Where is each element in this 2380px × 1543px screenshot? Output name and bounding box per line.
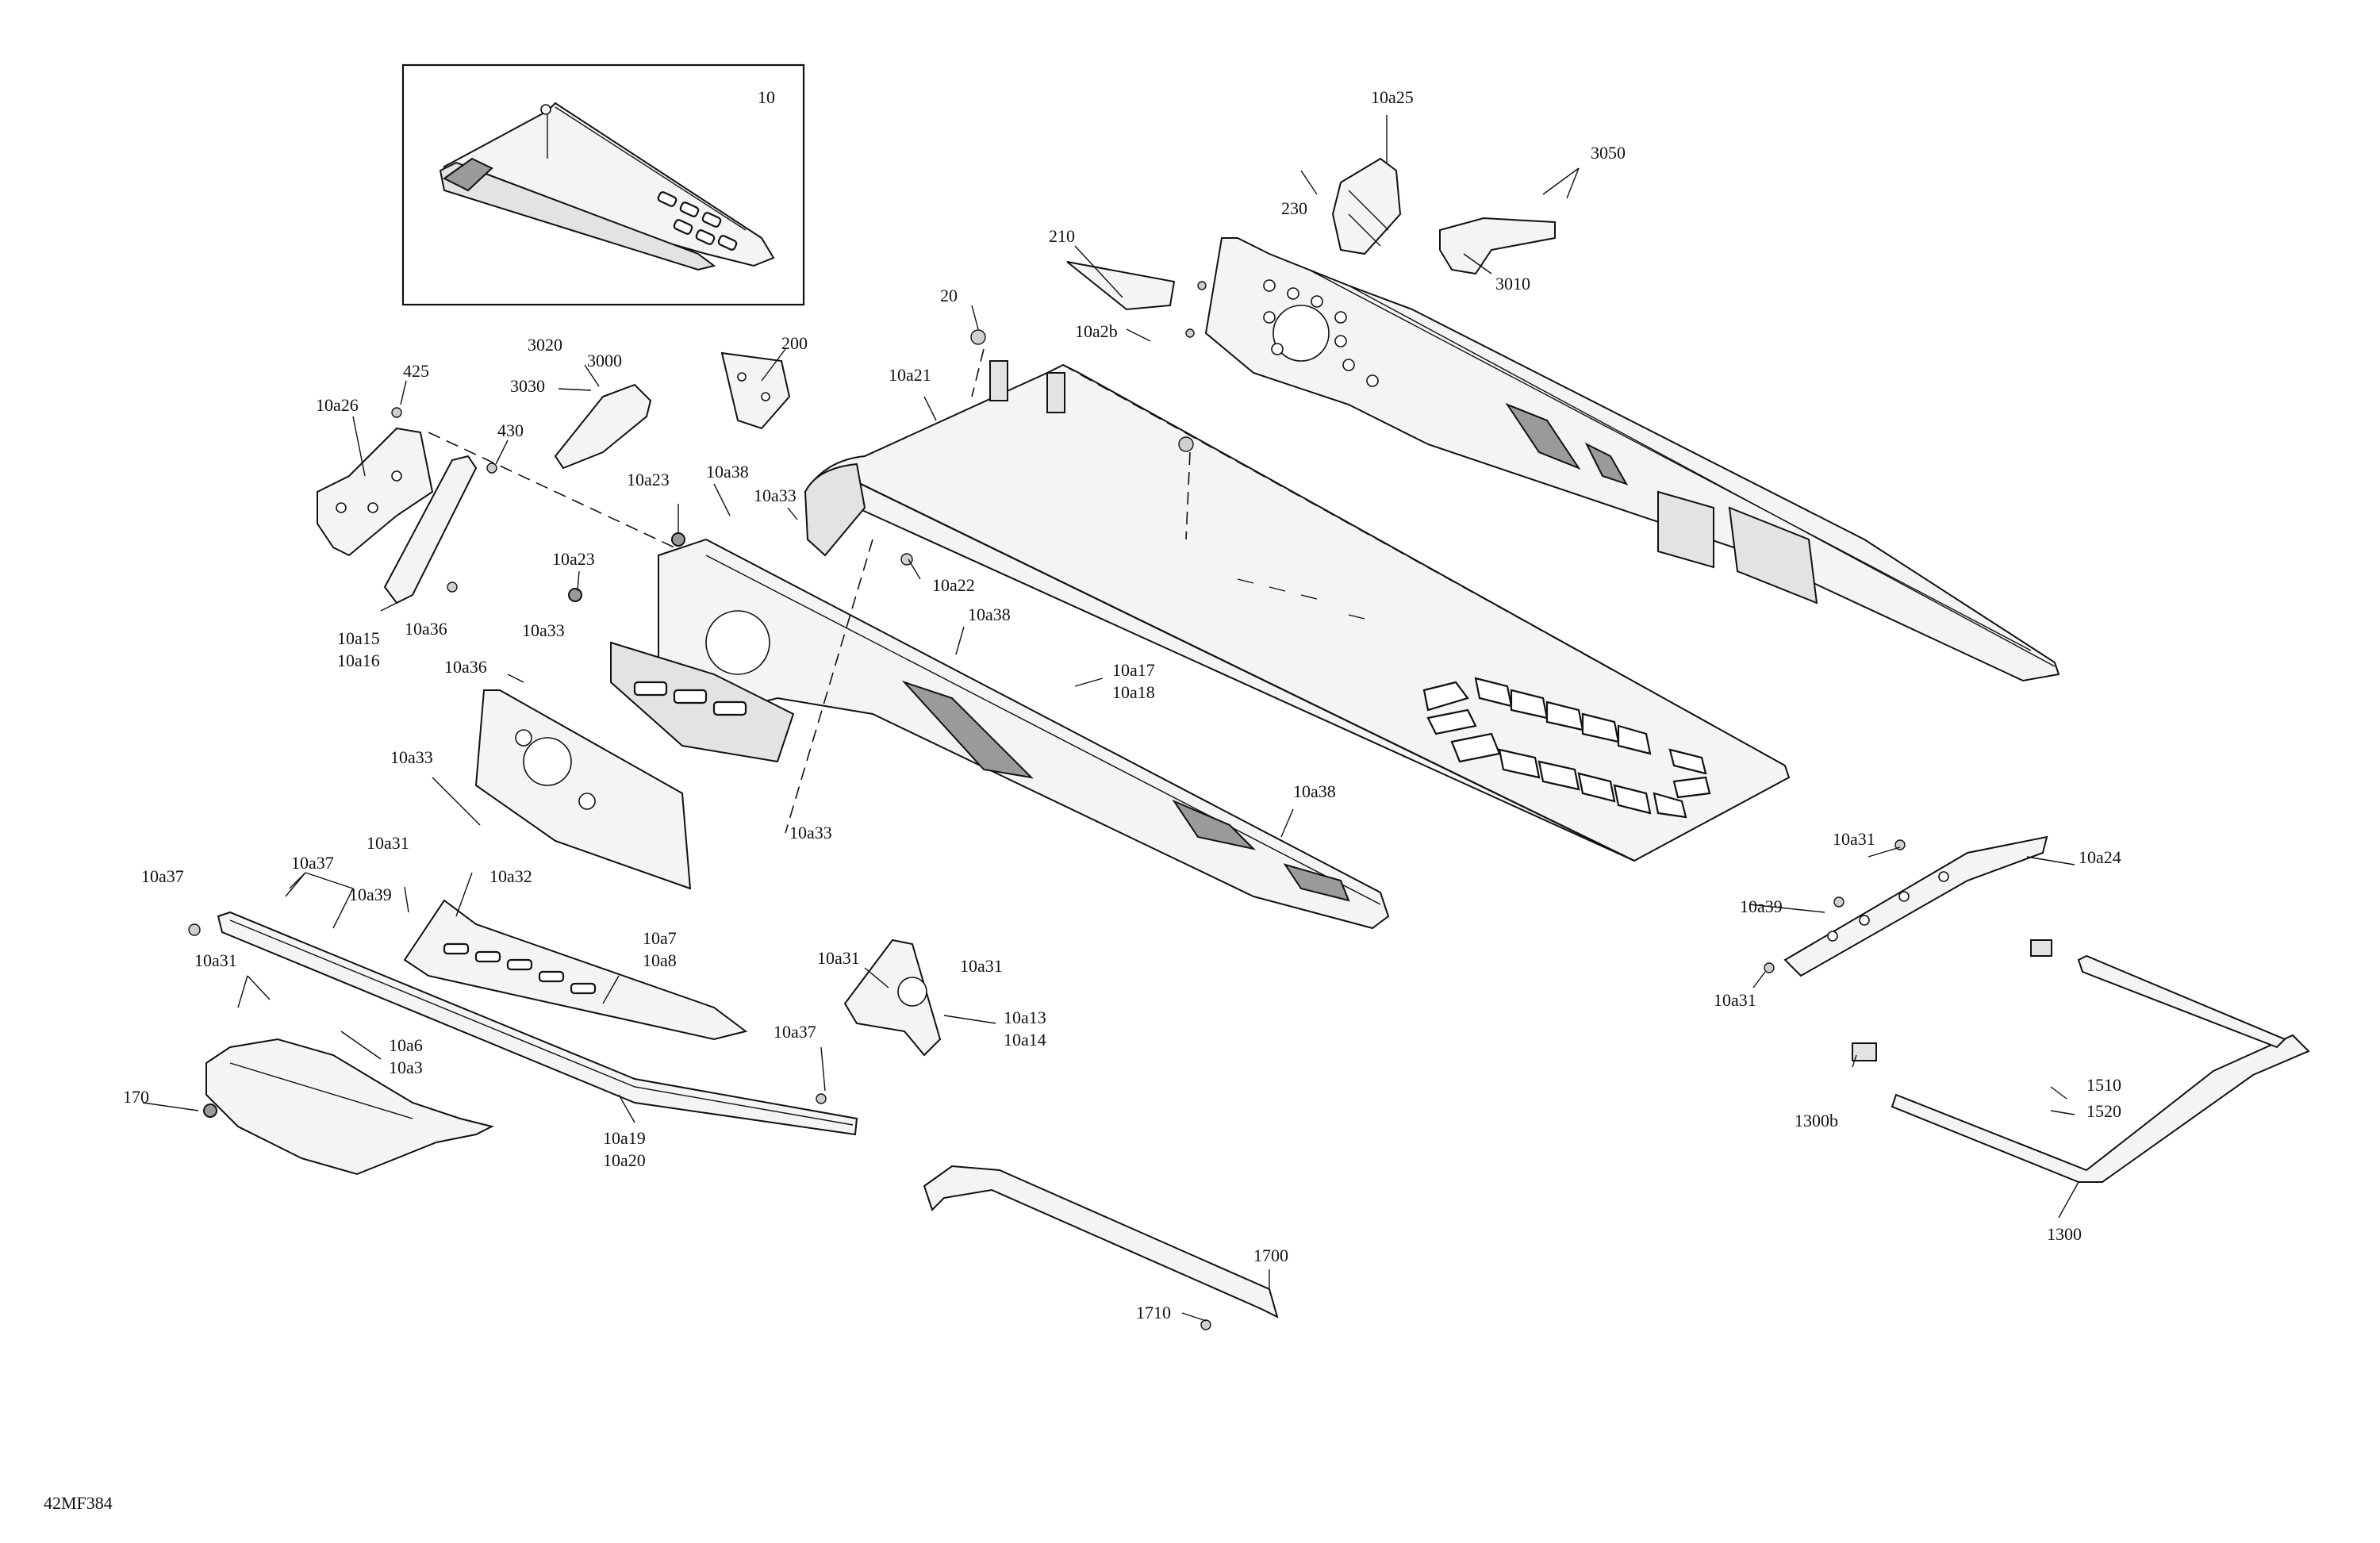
callout-10a20: 10a20 (603, 1150, 646, 1170)
fasteners (188, 281, 1906, 1330)
rail-1700 (923, 1165, 1279, 1318)
callout-10a31-left: 10a31 (194, 950, 237, 970)
bracket-3010 (1439, 217, 1556, 275)
callout-10a19: 10a19 (603, 1128, 646, 1148)
callout-10a7: 10a7 (643, 928, 677, 948)
callout-10a23-lower: 10a23 (552, 549, 595, 569)
callout-10a33-left: 10a33 (390, 747, 433, 767)
callout-3030: 3030 (510, 376, 545, 396)
callout-10a26: 10a26 (316, 395, 359, 415)
callout-3020: 3020 (528, 335, 562, 355)
callout-10a8: 10a8 (643, 950, 677, 970)
callout-200: 200 (781, 333, 808, 353)
callout-10a39-right: 10a39 (1740, 896, 1783, 916)
callout-10a25: 10a25 (1371, 87, 1414, 107)
left-rail (610, 538, 1390, 930)
callout-10a18: 10a18 (1112, 682, 1155, 702)
callout-10a31-bracket-right: 10a31 (960, 956, 1003, 976)
callout-1700: 1700 (1253, 1246, 1288, 1265)
callout-10a31-right-lower: 10a31 (1714, 990, 1756, 1010)
bracket-3000 (554, 383, 652, 470)
right-rail (1204, 237, 2060, 682)
callout-10a31-mid: 10a31 (367, 833, 409, 853)
callout-3000: 3000 (587, 351, 622, 370)
leader-lines (142, 115, 2079, 1322)
figure-code: 42MF384 (44, 1493, 113, 1513)
callout-10a32: 10a32 (489, 866, 532, 886)
callout-10a21: 10a21 (889, 365, 931, 385)
callout-3010: 3010 (1495, 274, 1530, 294)
callout-10a23-upper: 10a23 (627, 470, 670, 489)
clip-1300b (1852, 939, 2052, 1061)
callout-10a37-lower: 10a37 (774, 1022, 816, 1042)
callout-10a36-lower: 10a36 (444, 657, 487, 677)
callout-1510: 1510 (2086, 1075, 2121, 1095)
bracket-10a13 (843, 938, 942, 1057)
plate-210 (1066, 261, 1176, 311)
callout-10a22: 10a22 (932, 575, 975, 595)
bar-10a24 (1783, 835, 2048, 977)
callout-10a37-mid: 10a37 (291, 853, 334, 873)
inner-plate-10a36 (474, 689, 692, 890)
callout-20: 20 (940, 286, 958, 305)
callout-10a38-right: 10a38 (1293, 781, 1336, 801)
bracket-10a25 (1331, 157, 1402, 255)
callout-10a39-left: 10a39 (349, 885, 392, 904)
bracket-10a26 (317, 427, 434, 557)
callout-10a33-mid: 10a33 (522, 620, 565, 640)
assembly-inset-illustration (439, 102, 775, 271)
callout-10a17: 10a17 (1112, 660, 1155, 680)
cover-10a6 (205, 1038, 494, 1176)
callout-3050: 3050 (1591, 143, 1626, 163)
callout-10a14: 10a14 (1004, 1030, 1046, 1050)
callout-425: 425 (403, 361, 429, 381)
callout-10a33-upper: 10a33 (754, 486, 797, 505)
callout-labels: 10a25 3050 230 3010 210 20 10a2b 10a21 2… (123, 87, 2121, 1322)
callout-10a36-upper: 10a36 (405, 619, 447, 639)
callout-10a38-mid: 10a38 (968, 605, 1011, 624)
callout-10a31-bracket: 10a31 (817, 948, 860, 968)
callout-10a31-right-upper: 10a31 (1833, 829, 1875, 849)
callout-10a16: 10a16 (337, 651, 380, 670)
callout-10a3: 10a3 (389, 1057, 423, 1077)
callout-210: 210 (1049, 226, 1075, 246)
callout-1710: 1710 (1136, 1303, 1171, 1322)
callout-10a6: 10a6 (389, 1035, 423, 1055)
callout-10a37-left: 10a37 (141, 866, 184, 886)
callout-230: 230 (1281, 198, 1307, 218)
callout-1300: 1300 (2047, 1224, 2082, 1244)
callout-10a2b: 10a2b (1075, 321, 1118, 341)
skid-plate-10a7 (403, 899, 748, 1041)
plate-200 (720, 351, 791, 430)
callout-10: 10 (758, 87, 775, 107)
callout-10a15: 10a15 (337, 628, 380, 648)
callout-10a24: 10a24 (2079, 847, 2121, 867)
callout-10a38-upper: 10a38 (706, 462, 749, 482)
callout-430: 430 (497, 420, 524, 440)
tunnel-10a21 (804, 360, 1791, 862)
bumper-strip-10a19 (217, 911, 858, 1136)
handle-1300 (1891, 954, 2310, 1183)
callout-1520: 1520 (2086, 1101, 2121, 1121)
callout-1300b: 1300b (1795, 1111, 1838, 1130)
assembly-inset: 10 (401, 63, 805, 306)
callout-10a13: 10a13 (1004, 1008, 1046, 1027)
callout-170: 170 (123, 1087, 149, 1107)
callout-10a33-lower: 10a33 (789, 823, 832, 843)
